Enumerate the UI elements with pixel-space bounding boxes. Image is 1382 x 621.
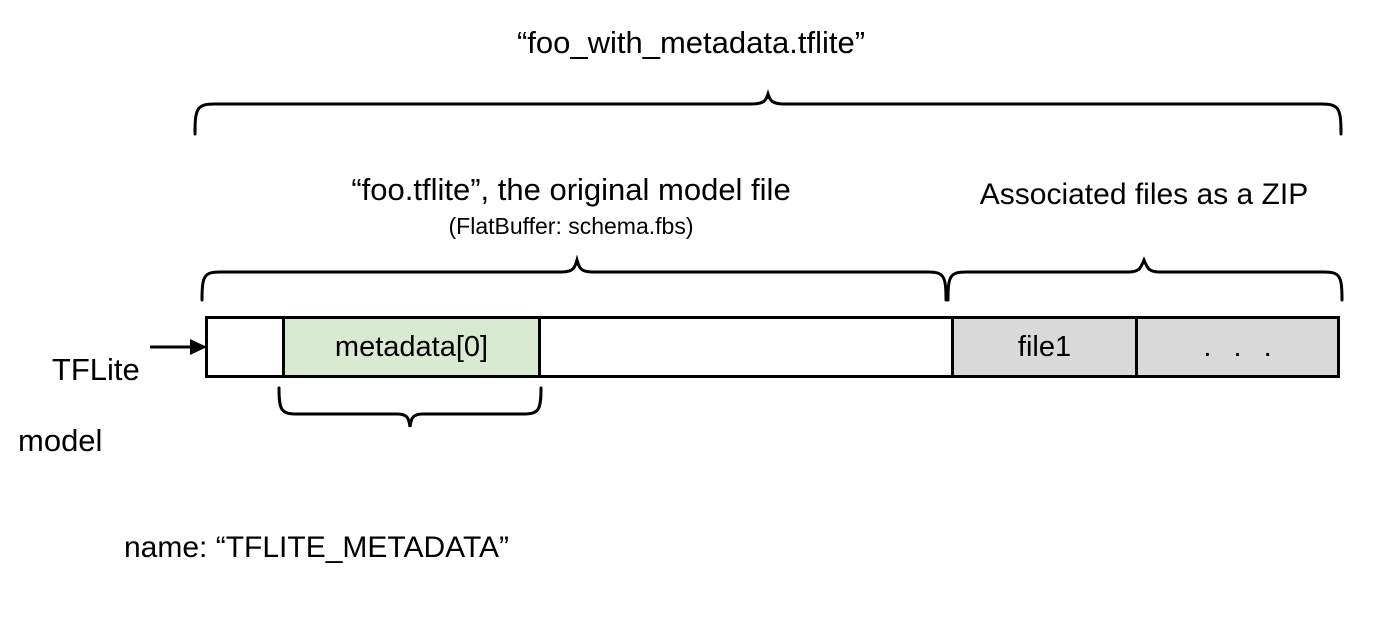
metadata-annotation: name: “TFLITE_METADATA” buffer: model me…	[124, 462, 884, 621]
brace-whole-file	[193, 89, 1343, 136]
tflite-model-label-line1: TFLite	[51, 351, 140, 387]
bar-cell-file1: file1	[951, 319, 1138, 375]
right-arrow-icon	[150, 339, 207, 355]
tflite-model-label-line2: model	[18, 422, 103, 458]
zip-section-caption: Associated files as a ZIP	[979, 178, 1309, 211]
model-section-caption: “foo.tflite”, the original model file	[351, 172, 791, 207]
metadata-annotation-name: name: “TFLITE_METADATA”	[124, 531, 510, 564]
diagram-title: “foo_with_metadata.tflite”	[516, 25, 866, 60]
bar-cell-header-region	[208, 319, 282, 375]
model-layout-bar: metadata[0] file1 . . .	[205, 316, 1340, 378]
bar-cell-more-files: . . .	[1138, 319, 1337, 375]
bar-cell-model-body	[541, 319, 951, 375]
brace-model-section	[200, 254, 948, 302]
model-section-caption-sub: (FlatBuffer: schema.fbs)	[448, 213, 694, 239]
tflite-model-label: TFLite model	[18, 316, 148, 530]
bar-cell-metadata: metadata[0]	[282, 319, 541, 375]
brace-zip-section	[946, 256, 1344, 302]
brace-metadata-detail	[277, 386, 543, 428]
